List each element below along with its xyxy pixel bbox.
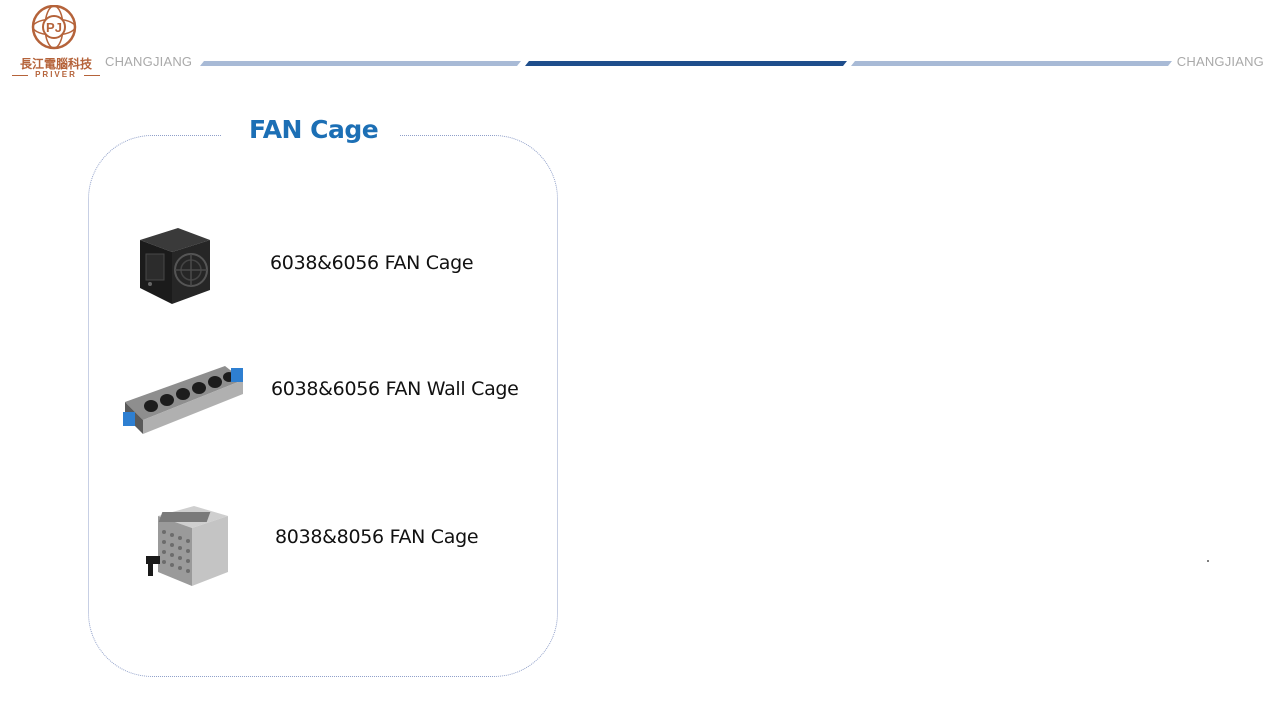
logo-subtitle-text: PRIVER xyxy=(35,70,77,79)
fan-wall-cage-icon xyxy=(123,366,243,434)
fan-cage-metal-icon xyxy=(146,506,228,586)
logo-emblem-icon: PJ xyxy=(31,5,77,50)
brand-text-right: CHANGJIANG xyxy=(1176,54,1264,69)
item-label-fan-wall-cage: 6038&6056 FAN Wall Cage xyxy=(271,378,519,400)
company-logo: PJ 長江電腦科技 PRIVER xyxy=(10,5,102,81)
logo-chinese-name: 長江電腦科技 xyxy=(19,57,92,71)
item-label-fan-cage: 6038&6056 FAN Cage xyxy=(270,252,474,274)
header-bar-right xyxy=(851,61,1172,66)
header-bar-left xyxy=(200,61,521,66)
logo-monogram: PJ xyxy=(46,20,62,35)
header-divider-bars xyxy=(200,61,1172,66)
item-label-metal-fan-cage: 8038&8056 FAN Cage xyxy=(275,526,479,548)
stray-dot xyxy=(1207,560,1209,562)
fan-cage-black-icon xyxy=(140,228,210,304)
logo-subtitle: PRIVER xyxy=(10,70,102,80)
header-bar-middle xyxy=(525,61,847,66)
brand-text-left: CHANGJIANG xyxy=(105,54,193,69)
card-title: FAN Cage xyxy=(249,115,379,144)
